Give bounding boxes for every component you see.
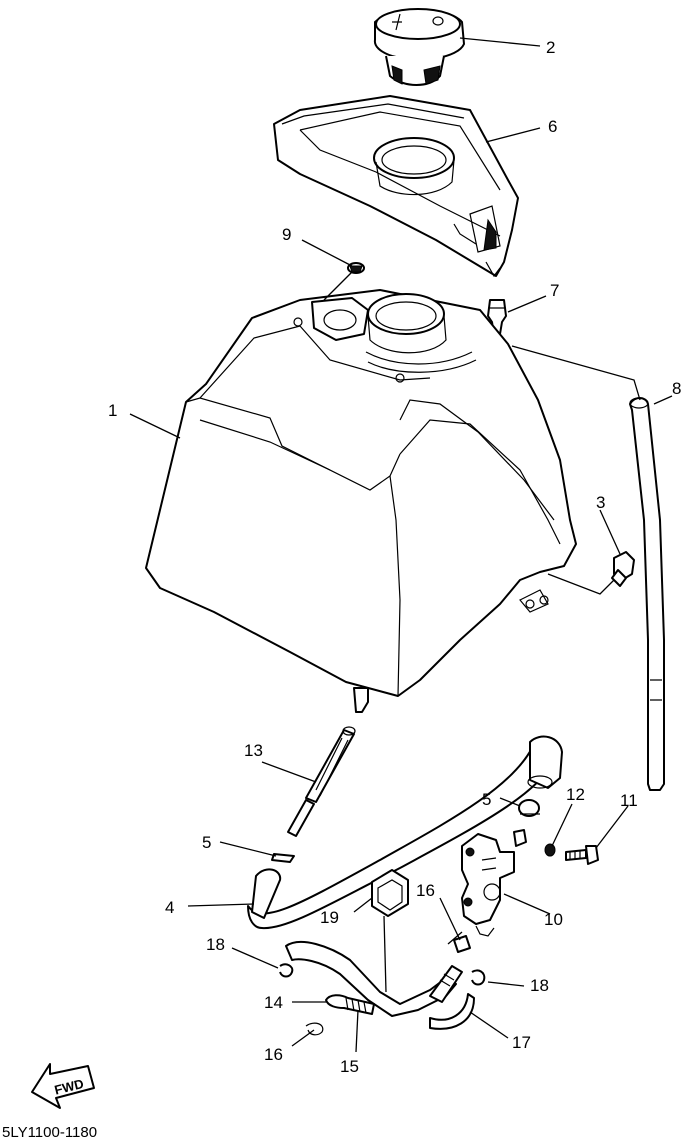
callout-6: 6 [548,117,557,136]
callout-8: 8 [672,379,681,398]
callout-10: 10 [544,910,563,929]
callout-11: 11 [620,791,638,810]
callout-17: 17 [512,1033,531,1052]
fuel-hose-short [285,941,463,1017]
callout-12: 12 [566,785,585,804]
callout-13: 13 [244,741,263,760]
callout-1: 1 [108,401,117,420]
breather-hose [629,397,665,791]
washer [544,843,556,857]
fuel-hose-long [247,735,563,930]
fwd-label: FWD [53,1076,85,1098]
callout-5a: 5 [482,790,491,809]
callout-19: 19 [320,908,339,927]
connector-cover [371,869,409,917]
bolt-part-3 [611,551,635,587]
hose-17 [429,993,475,1030]
callout-16a: 16 [416,881,435,900]
callout-2: 2 [546,38,555,57]
drawing-code: 5LY1100-1180 [2,1124,97,1139]
fwd-arrow-icon: FWD [31,1063,95,1109]
callout-9: 9 [282,225,291,244]
callout-4: 4 [165,898,174,917]
callout-3: 3 [596,493,605,512]
callout-5b: 5 [202,833,211,852]
fuel-tank [145,289,577,713]
fuel-cock [461,829,527,937]
leader-lines [129,37,673,1053]
callout-18a: 18 [206,935,225,954]
hose-clip-16-18 [279,935,486,1036]
callout-16b: 16 [264,1045,283,1064]
tank-cover [273,95,519,278]
screw [565,845,599,865]
callout-7: 7 [550,281,559,300]
callout-14: 14 [264,993,283,1012]
fuel-strainer [287,726,356,837]
hose-clip-5 [271,799,540,863]
callout-15: 15 [340,1057,359,1076]
callout-labels: 1 2 3 4 5 5 6 7 8 9 10 11 12 13 14 15 16… [108,38,681,1076]
fuel-cap [373,8,465,86]
callout-18b: 18 [530,976,549,995]
